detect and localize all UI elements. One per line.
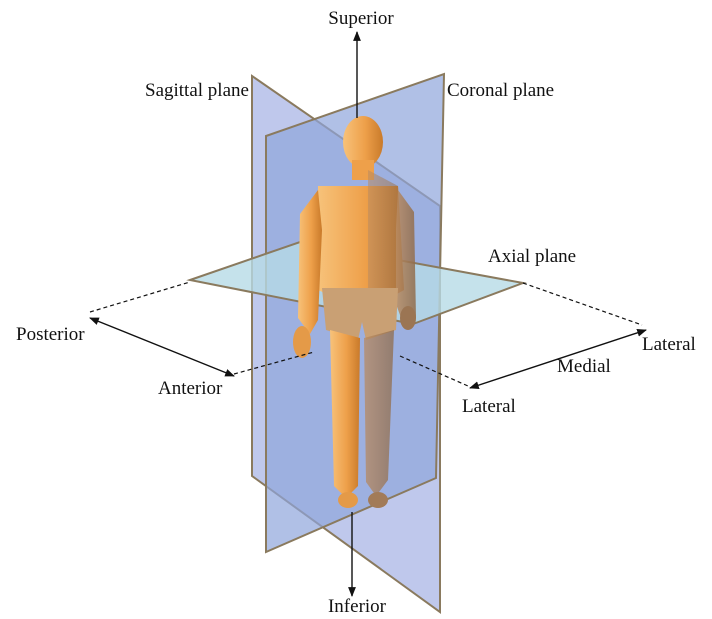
posterior-label: Posterior xyxy=(16,324,85,345)
anterior-label: Anterior xyxy=(158,378,223,399)
lateral-right-label: Lateral xyxy=(642,334,696,355)
lateral-dashed-line-right xyxy=(523,283,642,325)
sagittal-plane-label: Sagittal plane xyxy=(145,80,249,101)
coronal-plane-label: Coronal plane xyxy=(447,80,554,101)
axial-plane-label: Axial plane xyxy=(488,246,576,267)
medial-label: Medial xyxy=(557,356,611,377)
posterior-dashed-line xyxy=(90,282,190,312)
inferior-label: Inferior xyxy=(328,596,387,617)
lateral-bottom-label: Lateral xyxy=(462,396,516,417)
superior-label: Superior xyxy=(328,8,394,29)
anterior-posterior-arrow xyxy=(90,318,234,376)
